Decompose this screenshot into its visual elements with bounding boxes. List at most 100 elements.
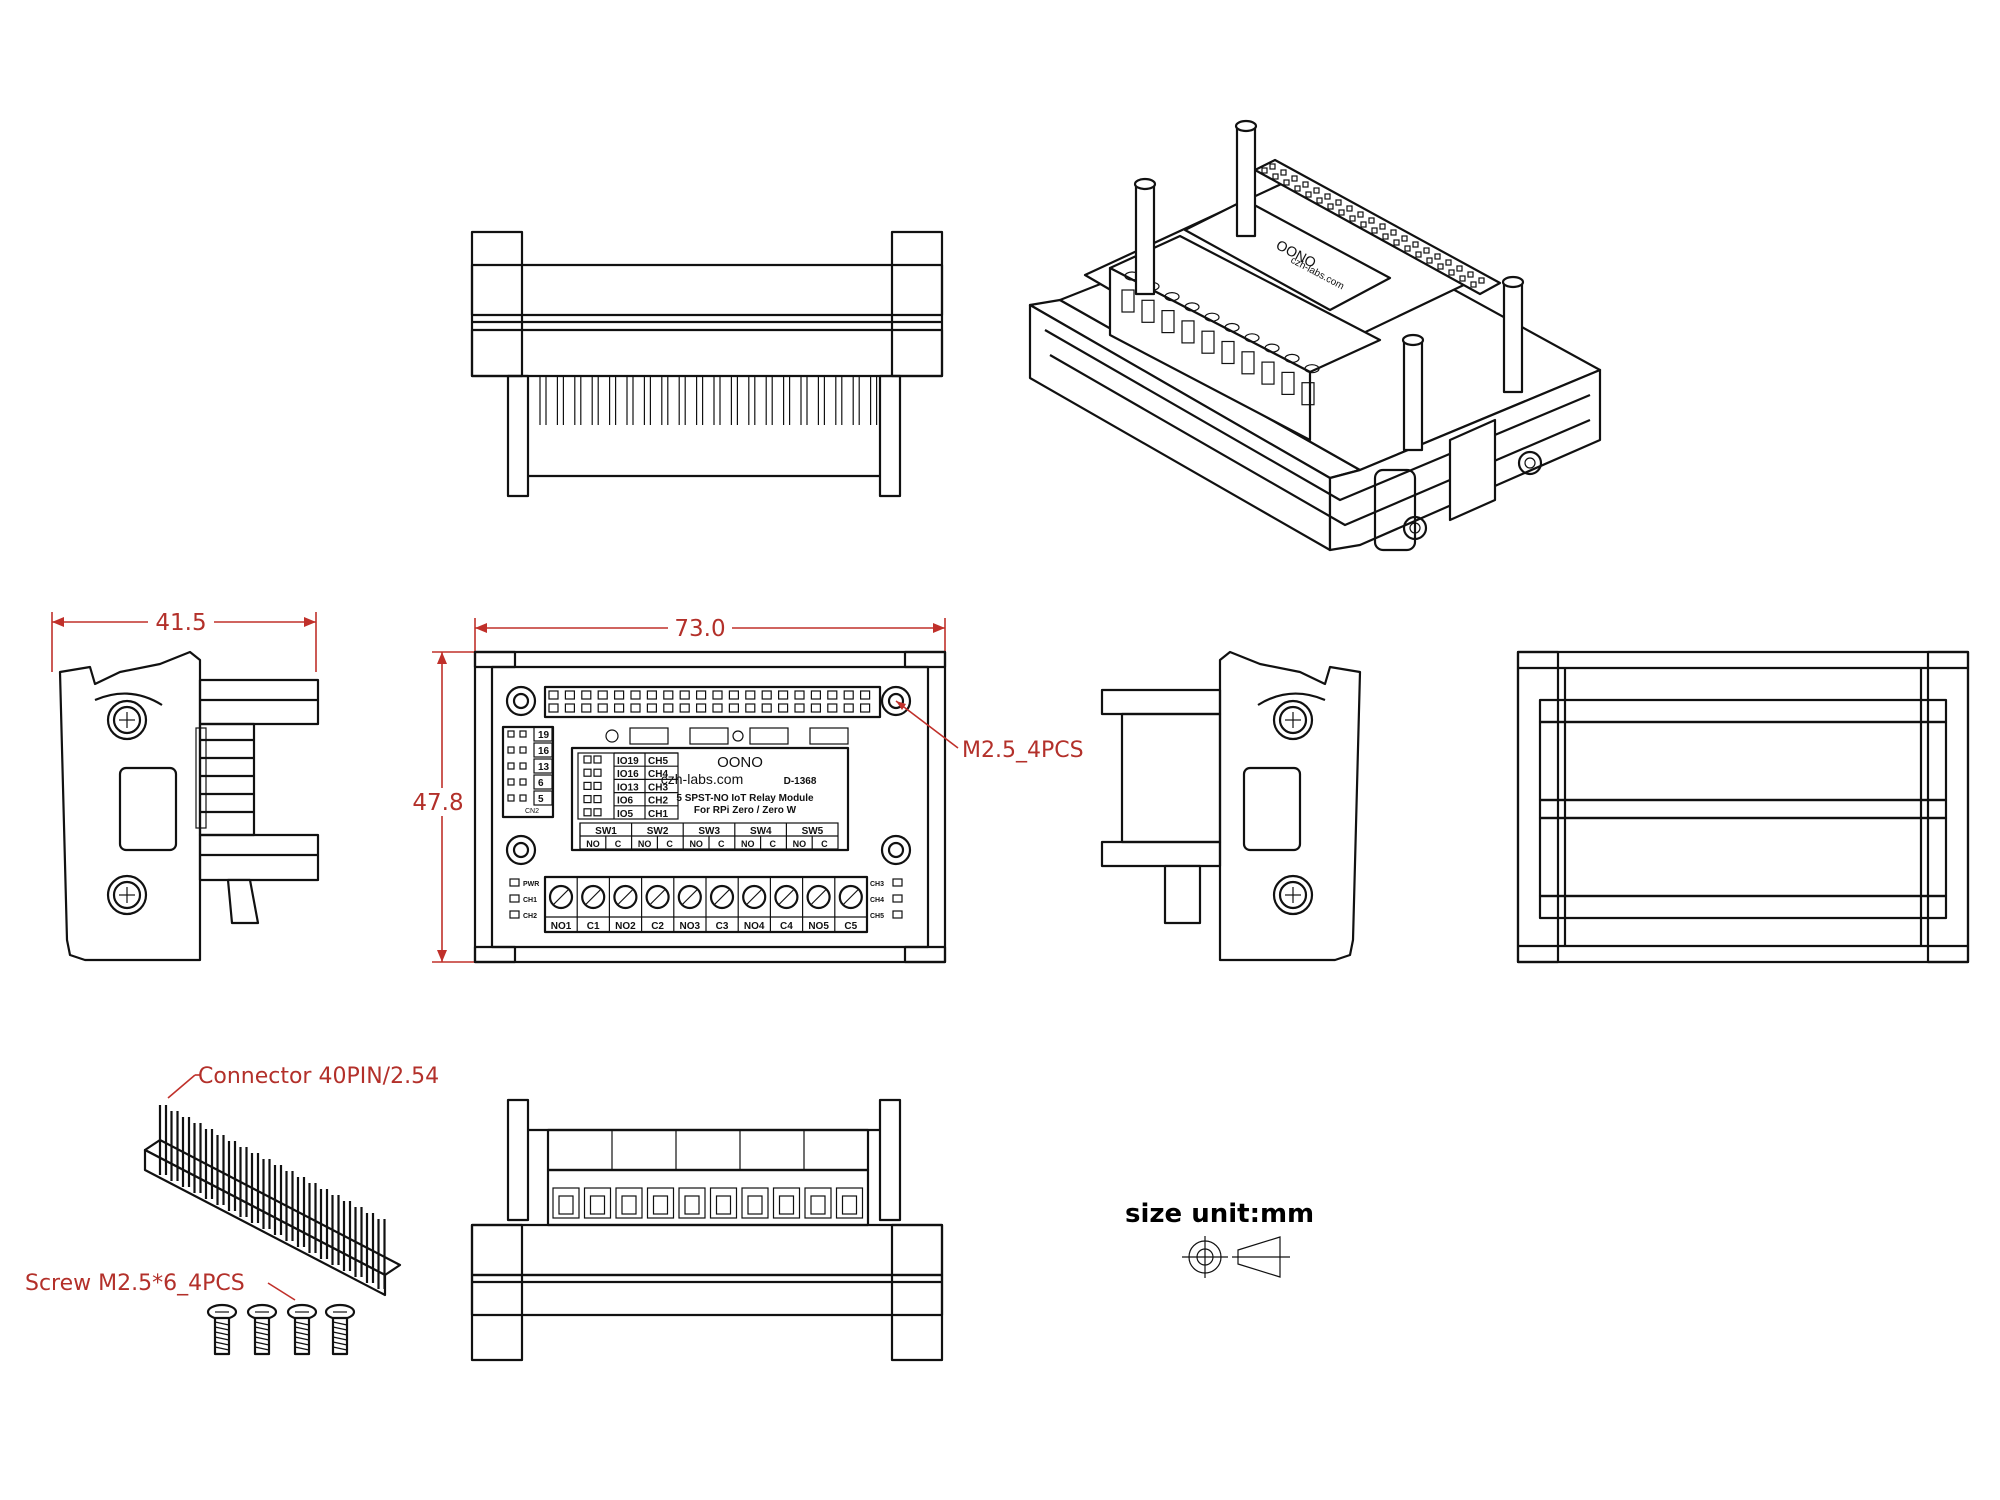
iso-header-pin: [1283, 179, 1290, 186]
ch-label: CH2: [648, 796, 668, 807]
rear-terminal-opening: [841, 1195, 858, 1215]
header-pin-pad: [761, 690, 772, 700]
header-pin-pad: [548, 690, 559, 700]
iso-header-pin: [1393, 239, 1400, 246]
led: [509, 878, 520, 887]
header-pin-pad: [810, 703, 822, 713]
led: [892, 894, 903, 903]
iso-terminal-slot: [1181, 320, 1195, 344]
screw-thread: [294, 1341, 310, 1346]
screw-shank: [213, 1316, 231, 1356]
iso-header-pin: [1272, 173, 1279, 180]
io-pin: [583, 768, 592, 777]
terminal-screw-slot: [714, 889, 730, 905]
terminal-screw-slot: [682, 889, 698, 905]
jumper-pin-label: 13: [538, 762, 550, 773]
iso-header-pin: [1423, 247, 1430, 254]
led: [509, 894, 520, 903]
header-pin-pad: [843, 703, 854, 713]
iso-header-pin: [1459, 275, 1466, 282]
jumper-pin: [507, 778, 515, 786]
rear-terminal: [646, 1187, 675, 1219]
terminal-screw-slot: [553, 889, 569, 905]
iso-screw: [1184, 302, 1200, 312]
terminal-screw-slot: [746, 889, 762, 905]
screw-thread: [294, 1346, 310, 1351]
sw-label: SW4: [750, 826, 772, 837]
rear-terminal-opening: [715, 1195, 732, 1215]
iso-header-pin: [1478, 277, 1485, 284]
rear-terminal: [552, 1187, 580, 1219]
led: [509, 910, 520, 919]
jumper-label-box: [533, 774, 553, 790]
terminal-screw: [645, 884, 670, 910]
iso-header-pin: [1382, 233, 1389, 240]
led: [892, 910, 903, 919]
header-pin-pad: [794, 703, 805, 713]
screw-thread: [294, 1331, 310, 1336]
io-label: IO16: [617, 769, 639, 780]
ch-label: CH3: [648, 782, 668, 793]
header-pin-pad: [777, 703, 789, 713]
terminal-screw-slot: [617, 889, 633, 905]
iso-header-pin: [1379, 223, 1386, 230]
jumper-pin: [519, 746, 527, 754]
terminal-label: C5: [844, 921, 857, 932]
jumper-label: CN2: [525, 808, 539, 815]
iso-header-pin: [1316, 197, 1323, 204]
terminal-label: NO1: [551, 921, 572, 932]
isometric-view: OONO czh-labs.com: [1028, 119, 1602, 552]
sw-term-no: NO: [741, 839, 755, 849]
gpio-header-40pin: [548, 690, 871, 713]
rear-terminal-opening: [652, 1195, 669, 1215]
iso-header-pin: [1261, 167, 1268, 174]
header-pin-pad: [827, 703, 838, 713]
header-pin-pad: [679, 690, 690, 700]
terminal-label: C1: [587, 921, 600, 932]
iso-header-pin: [1302, 181, 1309, 188]
iso-terminal-slot: [1121, 289, 1135, 313]
screw-thread: [214, 1321, 230, 1326]
left-side-view: 41.5: [51, 607, 320, 962]
led-label: CH1: [523, 897, 537, 904]
io-pin: [583, 755, 592, 764]
iso-header-pin: [1291, 175, 1298, 182]
header-pin-pad: [695, 703, 707, 713]
header-pin-pad: [646, 703, 658, 713]
iso-header-pin: [1338, 209, 1345, 216]
rear-terminal: [835, 1187, 864, 1219]
jumper-pin-label: 19: [538, 730, 550, 741]
rear-terminal-opening: [747, 1195, 763, 1215]
header-pin-pad: [597, 690, 608, 700]
rear-terminal: [804, 1187, 832, 1219]
iso-header-pin: [1346, 205, 1353, 212]
header-pin-pad: [581, 703, 592, 713]
terminal-label: NO4: [744, 921, 765, 932]
sw-term-c: C: [770, 839, 777, 849]
sw-term-c: C: [615, 839, 622, 849]
jumper-label-box: [533, 758, 553, 774]
brand-text: OONO: [717, 754, 763, 771]
terminal-screw: [742, 884, 767, 910]
terminal-label: C4: [780, 921, 793, 932]
header-pin-pad: [695, 690, 707, 700]
io-label: IO6: [617, 796, 634, 807]
terminal-screw-slot: [585, 889, 601, 905]
header-pin-pad: [761, 703, 772, 713]
header-pin-pad: [859, 690, 871, 700]
iso-terminal-slot: [1141, 299, 1155, 323]
header-pin-pad: [794, 690, 805, 700]
header-pin-pad: [613, 690, 625, 700]
header-pin-pad: [564, 690, 576, 700]
header-pin-pad: [745, 703, 756, 713]
iso-screw: [1264, 343, 1280, 353]
iso-terminal-slot: [1221, 340, 1235, 365]
iso-header-pin: [1467, 271, 1474, 278]
iso-header-pin: [1401, 235, 1408, 242]
screw-thread: [254, 1341, 270, 1346]
